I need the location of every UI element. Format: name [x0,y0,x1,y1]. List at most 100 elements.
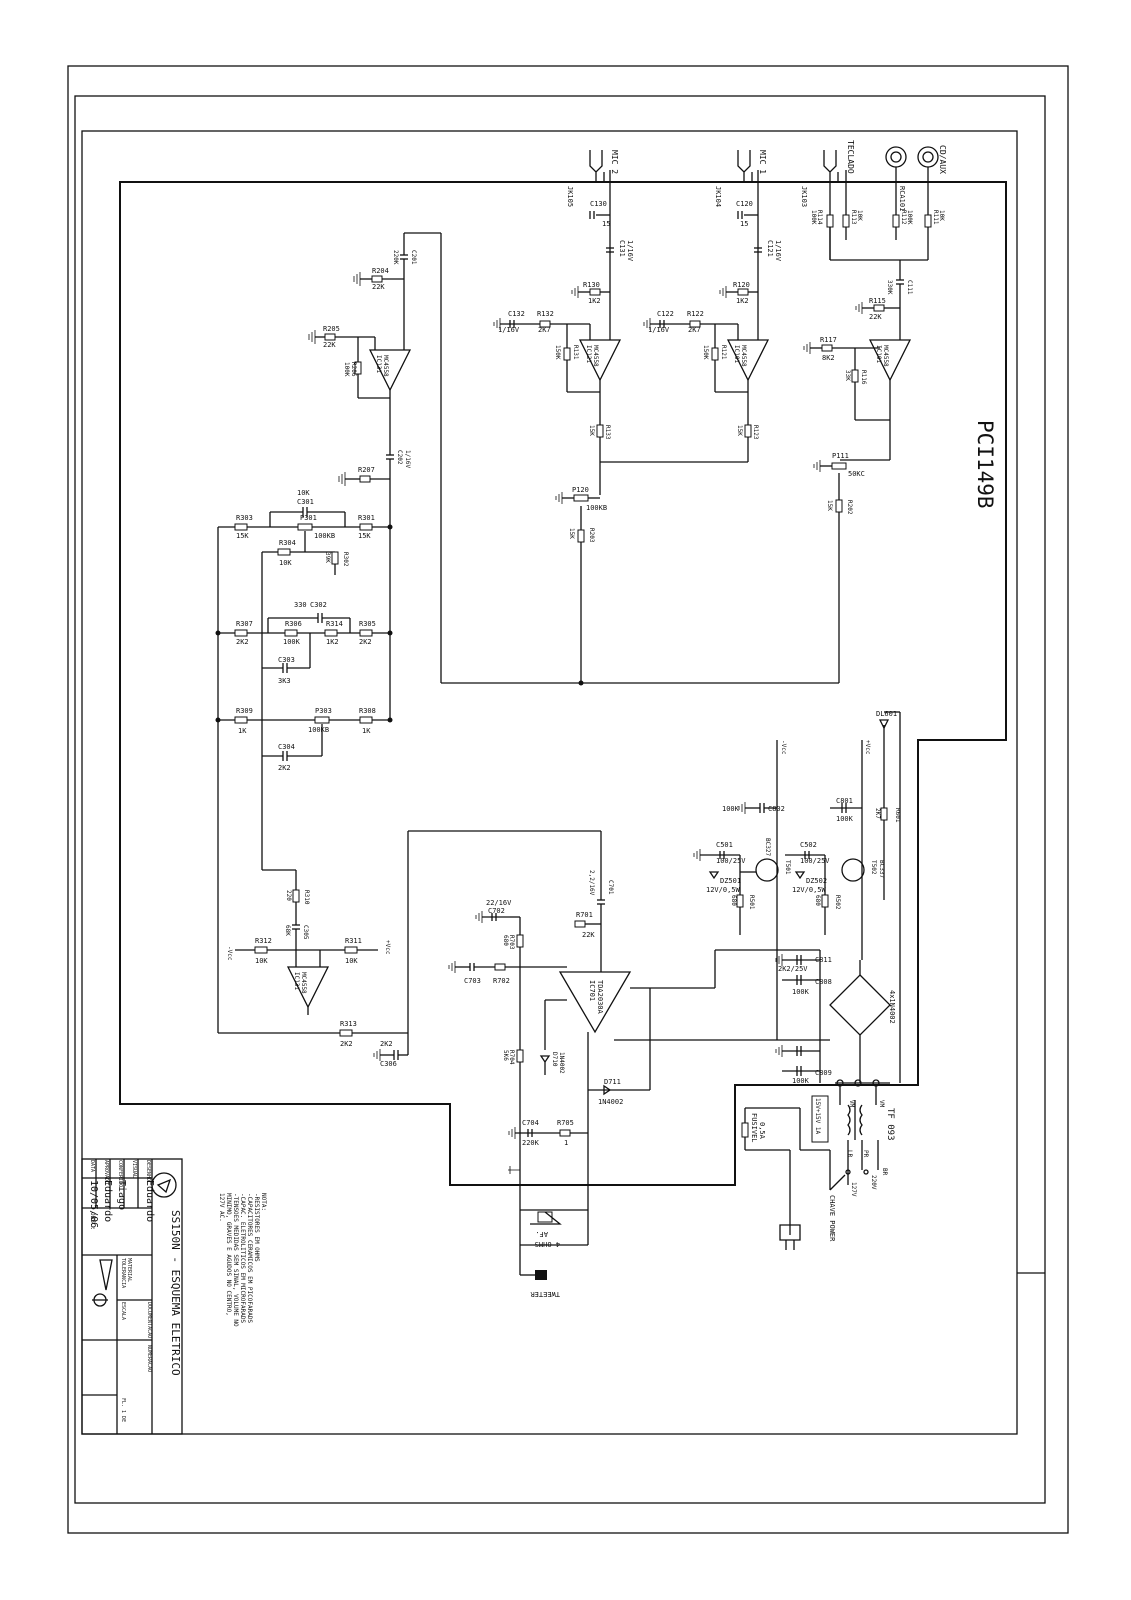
outer-frame [67,65,1069,1534]
label-notes-lines-0: -RESISTORES EM OHMS [253,1193,260,1262]
label-capacitors-20-ref: C502 [800,841,817,849]
label-opamps-4-ref: IC131 [293,972,300,990]
label-resistors-10-value: 150K [702,345,709,360]
speaker-output: AF. 4 OHMS TWEETER [519,1185,589,1298]
label-capacitors-11-ref: C303 [278,656,295,664]
label-title_block-material_label: MATERIAL [126,1258,132,1282]
label-notes-title: NOTA: [260,1193,267,1211]
label-resistors-35-ref: R701 [576,911,593,919]
label-title_block-doc_label: DOCUMENTACAO [146,1302,152,1338]
label-capacitors-18-ref: C704 [522,1119,539,1127]
label-notes-lines-4: MINIMO, GRAVES E AGUDOS NO CENTRO, [225,1193,232,1316]
label-switch-positions-1: 220V [870,1175,877,1190]
label-resistors-42-value: 2K7 [874,808,881,819]
label-jacks-2-name: TECLADO [846,140,855,174]
label-resistors-33-ref: R311 [345,937,362,945]
label-opamps-0-ref: IC121 [585,345,592,363]
label-capacitors-20-value: 100/25V [800,857,830,865]
ground-symbols [308,272,863,1174]
label-resistors-17-value: 8K2 [822,354,835,362]
label-resistors-6-ref: R131 [572,345,579,360]
label-resistors-27-value: 1K2 [326,638,339,646]
label-title_block-rows-0-value: Eduardo [144,1180,155,1222]
label-resistors-40-value: 680 [730,895,737,906]
label-capacitors-12-value: 2K2 [278,764,291,772]
label-resistors-32-value: 10K [255,957,268,965]
label-capacitors-17-ref: C703 [464,977,481,985]
label-title_block-rows-4-value: 10/05/06 [88,1180,99,1228]
power-supply: -Vcc +Vcc 100K C802 C801 100K R601 2K7 D… [650,710,901,1087]
ic131-b-stage: R310 220 C305 68K R312 10K -Vcc R311 10K… [218,830,601,1068]
label-transformer-sec_label: VM [878,1100,885,1108]
label-fuse-value: 0,5A [758,1122,766,1140]
label-resistors-2-value: 100K [343,362,350,377]
label-notes-lines-1: -CAPACITORES CERAMICOS EM PICOFARADS [246,1193,253,1323]
notes-block: NOTA: -RESISTORES EM OHMS -CAPACITORES C… [218,1193,267,1327]
label-resistors-30-value: 1K [362,727,371,735]
label-resistors-13-value: 10K [856,210,863,221]
pot-p120: P120 100KB R203 15K [562,462,607,683]
label-capacitors-26-value: 2K2/25V [778,965,808,973]
label-capacitors-14-value: 2K2 [380,1040,393,1048]
label-resistors-41-value: 680 [814,895,821,906]
label-resistors-7-value: 15K [588,425,595,436]
label-capacitors-1-ref: C202 [396,450,403,465]
label-capacitors-24-ref: C809 [815,1069,832,1077]
label-resistors-39-value: 1 [564,1139,568,1147]
label-capacitors-18-value: 220K [522,1139,540,1147]
label-resistors-26-value: 100K [283,638,301,646]
label-opamps-2-ref: IC101 [875,345,882,363]
label-opamps-4-part: MC4558 [300,972,307,994]
label-capacitors-14-ref: C306 [380,1060,397,1068]
jack-teclado: TECLADO JK103 [800,140,855,207]
label-resistors-1-value: 22K [323,341,336,349]
label-resistors-29-value: 1K [238,727,247,735]
label-resistors-15-value: 10K [938,210,945,221]
label-capacitors-19-ref: C501 [716,841,733,849]
tone-control-network: R303 15K P301 100KB R301 15K 10K C301 R3… [215,489,393,1033]
label-capacitors-12-ref: C304 [278,743,295,751]
label-diodes-0-value: 1N4002 [558,1052,565,1074]
label-speaker-name: AF. [535,1230,548,1238]
label-resistors-5-ref: R132 [537,310,554,318]
label-jacks-2-ref: JK103 [800,186,808,207]
label-resistors-9-value: 2K7 [688,326,701,334]
label-capacitors-0-ref: C201 [410,250,417,265]
label-capacitors-26-ref: C811 [815,956,832,964]
label-jacks-0-name: MIC 2 [610,150,619,174]
label-title_block-obs_label: OBS.: [89,1212,96,1230]
label-switch-positions-0: 127V [850,1182,857,1197]
label-capacitors-24-value: 100K [792,1077,810,1085]
label-resistors-17-ref: R117 [820,336,837,344]
label-resistors-11-ref: R123 [752,425,759,440]
label-resistors-40-ref: R501 [748,895,755,910]
label-resistors-35-value: 22K [582,931,595,939]
label-capacitors-4-ref: C132 [508,310,525,318]
label-capacitors-7-value: 1/16V [648,326,670,334]
label-capacitors-9-ref: C301 [297,498,314,506]
label-transformer-pri_labels-3: LR [846,1150,853,1158]
drawing-frame [81,130,1018,1435]
label-resistors-32-ref: R312 [255,937,272,945]
label-resistors-12-ref: R114 [816,210,823,225]
label-jacks-1-name: MIC 1 [758,150,767,174]
label-resistors-25-value: 2K2 [236,638,249,646]
label-resistors-4-ref: R130 [583,281,600,289]
label-transistors-1-part: BC337 [878,860,885,878]
label-resistors-0-ref: R204 [372,267,389,275]
label-diodes-1-ref: D711 [604,1078,621,1086]
label-opamps-0-part: MC4558 [592,345,599,367]
label-resistors-28-value: 2K2 [359,638,372,646]
label-resistors-6-value: 150K [554,345,561,360]
label-resistors-31-ref: R310 [303,890,310,905]
label-jacks-0-ref: JK105 [566,186,574,207]
jack-mic1: MIC 1 JK104 [714,150,767,207]
label-resistors-23-value: 10K [279,559,292,567]
label-transformer-pri_labels-2: PR [862,1150,869,1158]
label-capacitors-16-ref: C702 [488,907,505,915]
label-resistors-22-ref: R301 [358,514,375,522]
power-switch[interactable]: 127V 220V CHAVE POWER [779,1149,877,1250]
label-resistors-38-value: 5K6 [502,1050,509,1061]
label-resistors-0-value: 22K [372,283,385,291]
label-resistors-24-ref: R302 [342,552,349,567]
